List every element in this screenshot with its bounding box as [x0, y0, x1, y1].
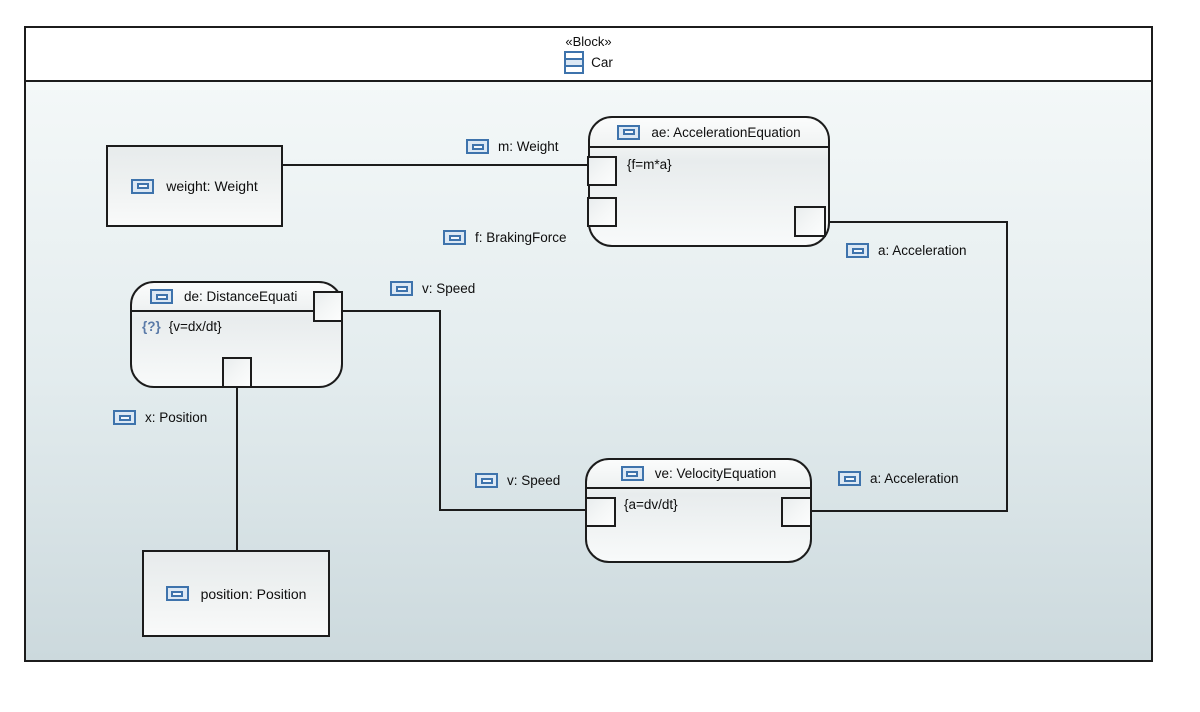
frame-header: «Block» Car: [26, 28, 1151, 82]
constraint-unsatisfied-badge: {?}: [142, 319, 161, 334]
connector-de-to-ve-seg3[interactable]: [439, 509, 586, 511]
port-ae-a[interactable]: [794, 206, 826, 237]
label-f-brakingforce[interactable]: f: BrakingForce: [443, 230, 567, 245]
connector-ae-to-ve-seg1[interactable]: [826, 221, 1008, 223]
label-a-acceleration-upper[interactable]: a: Acceleration: [846, 243, 967, 258]
part-weight-label: weight: Weight: [166, 178, 258, 194]
property-icon: [466, 139, 489, 154]
connector-ae-to-ve-seg2[interactable]: [1006, 221, 1008, 512]
port-ae-f[interactable]: [587, 197, 617, 227]
label-v-speed-lower[interactable]: v: Speed: [475, 473, 560, 488]
port-ve-a[interactable]: [781, 497, 812, 527]
label-m-weight[interactable]: m: Weight: [466, 139, 559, 154]
port-de-v[interactable]: [313, 291, 343, 322]
port-ae-m[interactable]: [587, 156, 617, 186]
connector-de-to-ve-seg2[interactable]: [439, 310, 441, 511]
constraint-property-icon: [150, 289, 173, 304]
part-property-icon: [165, 586, 189, 601]
part-position[interactable]: position: Position: [142, 550, 330, 637]
constraint-property-icon: [620, 466, 644, 481]
connector-de-to-ve-seg1[interactable]: [343, 310, 441, 312]
constraint-ve-title: ve: VelocityEquation: [654, 466, 777, 481]
property-icon: [113, 410, 136, 425]
constraint-property-icon: [617, 124, 641, 140]
label-x-position[interactable]: x: Position: [113, 410, 207, 425]
frame-title: Car: [591, 55, 613, 70]
constraint-de-title: de: DistanceEquati: [184, 289, 298, 304]
property-icon: [475, 473, 498, 488]
connector-ae-to-ve-seg3[interactable]: [812, 510, 1008, 512]
property-icon: [846, 243, 869, 258]
connector-weight-to-ae[interactable]: [283, 164, 587, 166]
block-icon: [564, 51, 585, 74]
port-ve-v[interactable]: [585, 497, 616, 527]
label-a-acceleration-lower[interactable]: a: Acceleration: [838, 471, 959, 486]
part-property-icon: [131, 178, 155, 194]
constraint-ve-expression: {a=dv/dt}: [624, 497, 678, 512]
property-icon: [838, 471, 861, 486]
connector-de-to-position[interactable]: [236, 388, 238, 550]
part-position-label: position: Position: [200, 585, 307, 602]
constraint-ae-expression: {f=m*a}: [627, 157, 672, 172]
constraint-ve[interactable]: ve: VelocityEquation {a=dv/dt}: [585, 458, 812, 563]
constraint-ae[interactable]: ae: AccelerationEquation {f=m*a}: [588, 116, 830, 247]
label-v-speed-upper[interactable]: v: Speed: [390, 281, 475, 296]
property-icon: [390, 281, 413, 296]
frame-stereotype: «Block»: [565, 34, 612, 49]
port-de-x[interactable]: [222, 357, 252, 388]
constraint-ae-title: ae: AccelerationEquation: [651, 124, 801, 140]
property-icon: [443, 230, 466, 245]
constraint-de-expression: {v=dx/dt}: [168, 319, 222, 334]
part-weight[interactable]: weight: Weight: [106, 145, 283, 227]
